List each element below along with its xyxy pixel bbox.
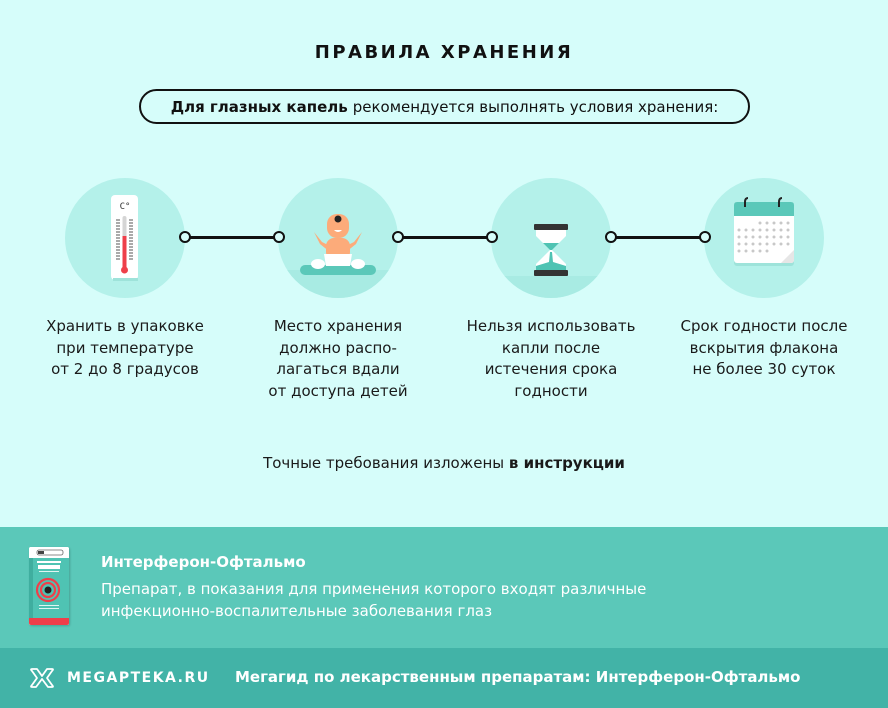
hourglass-icon — [491, 224, 611, 298]
instruction-link[interactable]: в инструкции — [508, 454, 625, 472]
connector-3-4 — [605, 231, 711, 243]
brand-name: MEGAPTEKA.RU — [67, 670, 210, 686]
step-4-caption: Срок годности после вскрытия флакона не … — [680, 317, 848, 378]
svg-text:C°: C° — [120, 202, 131, 212]
footer-bar: MEGAPTEKA.RU Мегагид по лекарственным пр… — [0, 648, 888, 708]
product-card[interactable]: Интерферон-Офтальмо Препарат, в показани… — [0, 527, 888, 648]
product-name[interactable]: Интерферон-Офтальмо — [101, 553, 306, 571]
step-1-caption: Хранить в упаковке при температуре от 2 … — [46, 317, 204, 378]
intro-text: рекомендуется выполнять условия хранения… — [352, 97, 719, 116]
step-1-circle: C° — [65, 178, 185, 298]
step-2-circle — [278, 178, 398, 298]
product-package-image — [29, 547, 69, 625]
product-description: Препарат, в показания для применения кот… — [101, 580, 647, 620]
calendar-icon — [734, 197, 794, 266]
intro-banner: Для глазных капель рекомендуется выполня… — [139, 89, 750, 124]
step-2-caption: Место хранения должно распо- лагаться вд… — [268, 317, 408, 400]
thermometer-icon: C° — [111, 195, 138, 281]
connector-1-2 — [179, 231, 285, 243]
step-3-circle — [491, 178, 611, 298]
connector-2-3 — [392, 231, 498, 243]
guide-title[interactable]: Мегагид по лекарственным препаратам: Инт… — [235, 668, 801, 686]
page-title: ПРАВИЛА ХРАНЕНИЯ — [314, 42, 574, 63]
step-3-caption: Нельзя использовать капли после истечени… — [466, 317, 636, 400]
megapteka-logo-icon — [30, 668, 54, 688]
brand-logo[interactable]: MEGAPTEKA.RU — [29, 668, 210, 688]
instruction-note: Точные требования изложены в инструкции — [263, 454, 625, 472]
baby-icon — [278, 214, 398, 298]
step-4-circle — [704, 178, 824, 298]
intro-bold: Для глазных капель — [170, 97, 348, 116]
